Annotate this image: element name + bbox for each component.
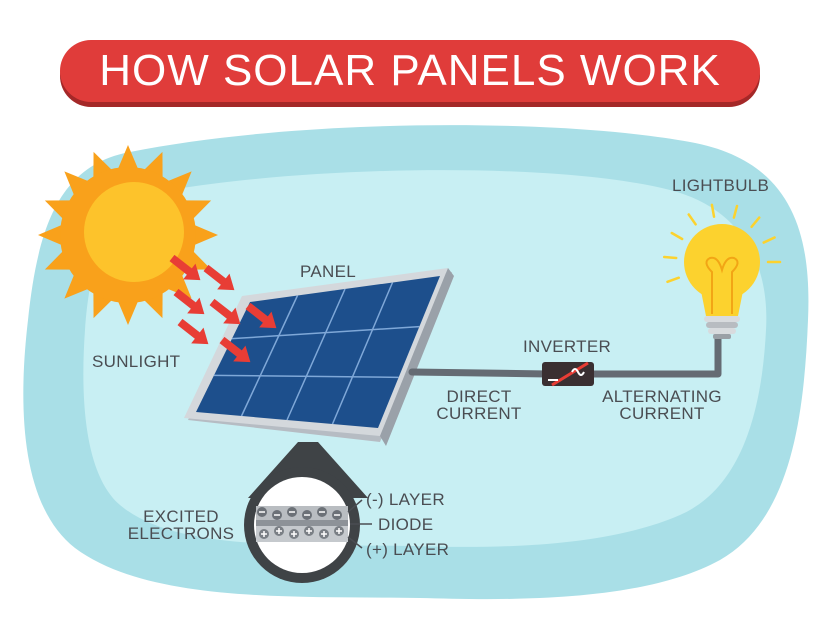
inverter-icon bbox=[542, 361, 594, 387]
excited-electrons-label: EXCITED ELECTRONS bbox=[118, 508, 244, 542]
layer-pointer-lines bbox=[347, 499, 372, 549]
electron-negative-icon bbox=[287, 507, 297, 517]
lightbulb-icon bbox=[662, 203, 782, 339]
electron-negative-icon bbox=[332, 510, 342, 520]
sunlight-arrow-icon bbox=[245, 302, 277, 329]
electron-negative-icon bbox=[317, 507, 327, 517]
excited-electrons-line-2: ELECTRONS bbox=[127, 524, 235, 543]
alternating-current-line-2: CURRENT bbox=[619, 404, 705, 423]
electron-negative-icon bbox=[257, 507, 267, 517]
direct-current-line-2: CURRENT bbox=[436, 404, 522, 423]
hole-positive-icon bbox=[274, 526, 284, 536]
inverter-label: INVERTER bbox=[523, 337, 612, 356]
negative-layer-label: (-) LAYER bbox=[366, 490, 445, 509]
dc-wire bbox=[408, 368, 552, 378]
sunlight-arrow-icon bbox=[209, 298, 241, 325]
page-title: HOW SOLAR PANELS WORK bbox=[99, 46, 721, 95]
diode-label: DIODE bbox=[378, 515, 434, 534]
hole-positive-icon bbox=[289, 529, 299, 539]
sunlight-arrows bbox=[169, 254, 277, 363]
sunlight-arrow-icon bbox=[177, 318, 209, 345]
background-inner-shape bbox=[83, 170, 767, 547]
alternating-current-label: ALTERNATING CURRENT bbox=[595, 388, 729, 422]
hole-positive-icon bbox=[304, 526, 314, 536]
electron-negative-icon bbox=[302, 510, 312, 520]
excited-electrons-line-1: EXCITED bbox=[143, 507, 219, 526]
sun-icon bbox=[38, 145, 218, 325]
sunlight-arrow-icon bbox=[219, 336, 251, 363]
magnifier-diode-detail bbox=[244, 467, 360, 583]
alternating-current-line-1: ALTERNATING bbox=[602, 387, 722, 406]
panel-label: PANEL bbox=[300, 262, 356, 281]
sunlight-label: SUNLIGHT bbox=[92, 352, 181, 371]
hole-positive-icon bbox=[334, 526, 344, 536]
sunlight-arrow-icon bbox=[169, 254, 201, 281]
direct-current-label: DIRECT CURRENT bbox=[428, 388, 530, 422]
lightbulb-label: LIGHTBULB bbox=[672, 176, 770, 195]
ac-wire bbox=[590, 336, 722, 378]
sunlight-arrow-icon bbox=[173, 288, 205, 315]
sunlight-arrow-icon bbox=[203, 264, 235, 291]
electron-negative-icon bbox=[272, 510, 282, 520]
direct-current-line-1: DIRECT bbox=[446, 387, 512, 406]
positive-layer-label: (+) LAYER bbox=[366, 540, 450, 559]
hole-positive-icon bbox=[259, 529, 269, 539]
hole-positive-icon bbox=[319, 529, 329, 539]
title-banner: HOW SOLAR PANELS WORK bbox=[60, 40, 760, 102]
